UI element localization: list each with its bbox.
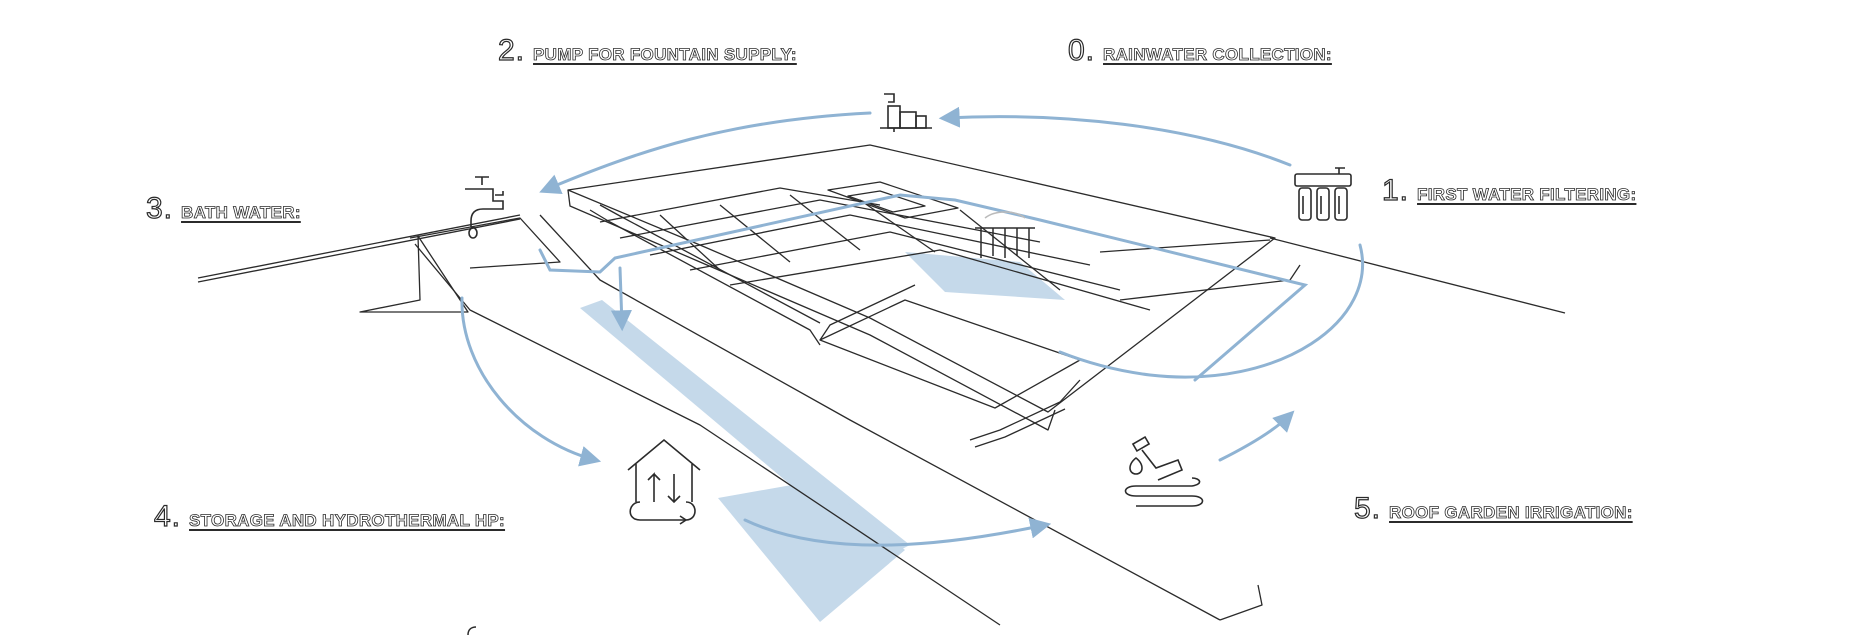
- step-text: RAINWATER COLLECTION:: [1103, 45, 1332, 65]
- step-label-storage: 4. STORAGE AND HYDROTHERMAL HP:: [154, 500, 505, 534]
- step-number: 4.: [154, 500, 181, 534]
- step-text: BATH WATER:: [181, 203, 301, 223]
- step-text: ROOF GARDEN IRRIGATION:: [1389, 503, 1633, 523]
- pool-fill: [905, 252, 1065, 300]
- garden-hose-icon: [1126, 437, 1203, 506]
- step-text: FIRST WATER FILTERING:: [1417, 185, 1636, 205]
- step-label-bath: 3. BATH WATER:: [146, 192, 301, 226]
- step-label-irrigation: 5. ROOF GARDEN IRRIGATION:: [1354, 492, 1633, 526]
- step-label-filtering: 1. FIRST WATER FILTERING:: [1382, 174, 1636, 208]
- flow-rain-to-pump: [945, 117, 1290, 165]
- flow-bath-to-storage: [462, 298, 595, 460]
- pump-icon: [880, 94, 932, 132]
- flow-pump-to-bath: [545, 113, 870, 190]
- step-number: 2.: [498, 34, 525, 68]
- step-number: 5.: [1354, 492, 1381, 526]
- flow-arrows: [462, 113, 1363, 545]
- step-label-pump: 2. PUMP FOR FOUNTAIN SUPPLY:: [498, 34, 797, 68]
- step-text: STORAGE AND HYDROTHERMAL HP:: [189, 511, 505, 531]
- water-filter-icon: [1295, 168, 1351, 220]
- flow-filter-loop: [1060, 245, 1363, 377]
- step-text: PUMP FOR FOUNTAIN SUPPLY:: [533, 45, 797, 65]
- flow-irrigation-to-filter: [1220, 415, 1290, 460]
- cropped-icon-fragment: [468, 627, 476, 635]
- pipe-drop: [620, 268, 622, 325]
- step-number: 0.: [1068, 34, 1095, 68]
- water-areas: [580, 252, 1065, 622]
- step-number: 1.: [1382, 174, 1409, 208]
- step-number: 3.: [146, 192, 173, 226]
- storage-tank-fill: [718, 480, 905, 622]
- step-label-rainwater: 0. RAINWATER COLLECTION:: [1068, 34, 1332, 68]
- house-heat-cycle-icon: [628, 440, 700, 524]
- faucet-icon: [465, 177, 503, 238]
